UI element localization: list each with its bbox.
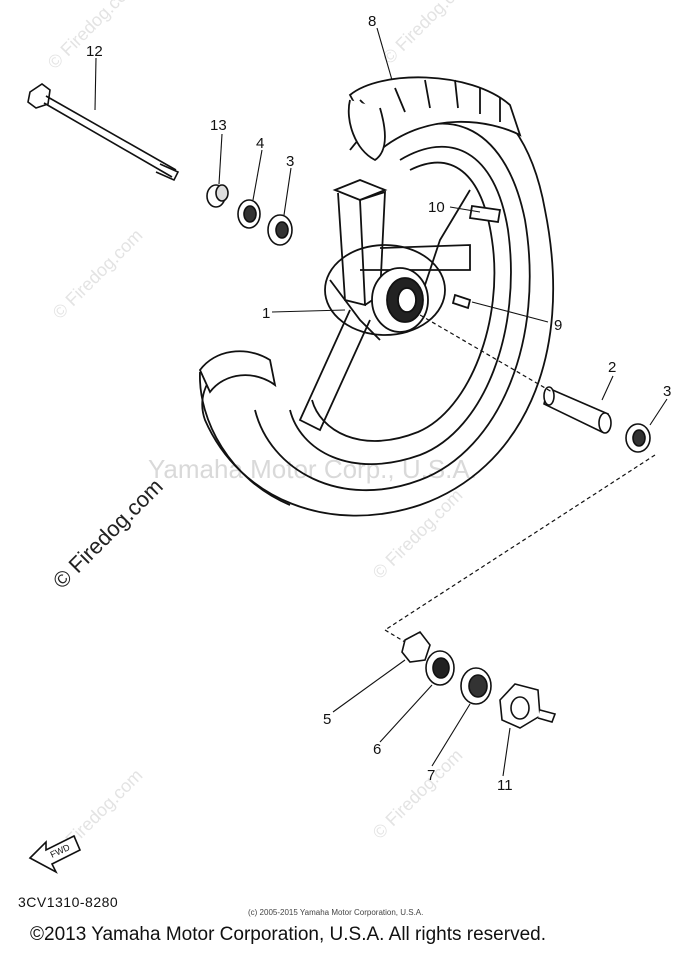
footer-copyright: ©2013 Yamaha Motor Corporation, U.S.A. A…	[30, 924, 546, 945]
callout-13: 13	[210, 117, 227, 134]
callout-11: 11	[497, 777, 513, 794]
wheel-assembly	[198, 76, 555, 517]
callout-8: 8	[368, 13, 376, 30]
callout-9: 9	[554, 317, 562, 334]
callout-4: 4	[256, 135, 264, 152]
callout-2: 2	[608, 359, 616, 376]
leader-lines	[94, 27, 668, 777]
small-copyright: (c) 2005-2015 Yamaha Motor Corporation, …	[248, 908, 424, 917]
watermark-site-faint: © Firedog.com	[379, 0, 477, 68]
callout-1: 1	[262, 305, 270, 322]
watermark-site-faint: © Firedog.com	[49, 225, 147, 323]
fwd-arrow-icon: FWD	[28, 834, 82, 874]
callout-12: 12	[86, 43, 103, 60]
lower-parts	[401, 630, 557, 729]
callout-5: 5	[323, 711, 331, 728]
callout-7: 7	[427, 767, 435, 784]
watermark-site-faint: © Firedog.com	[44, 0, 142, 73]
diagram-code: 3CV1310-8280	[18, 894, 119, 910]
callout-10: 10	[428, 199, 445, 216]
callout-6: 6	[373, 741, 381, 758]
callout-3: 3	[286, 153, 294, 170]
callout-3b: 3	[663, 383, 671, 400]
left-hub-parts	[206, 184, 293, 246]
watermark-site-faint: © Firedog.com	[369, 745, 467, 843]
callout-labels: 8 12 13 4 3 10 1 9 2 3 5 6 7 11	[86, 13, 671, 794]
axle-part	[27, 83, 180, 182]
right-hub-parts	[543, 386, 651, 453]
watermark-site-faint: © Firedog.com	[369, 485, 467, 583]
watermark-center: Yamaha Motor Corp., U.S.A.	[148, 454, 477, 484]
watermark-site: © Firedog.com	[48, 474, 168, 594]
